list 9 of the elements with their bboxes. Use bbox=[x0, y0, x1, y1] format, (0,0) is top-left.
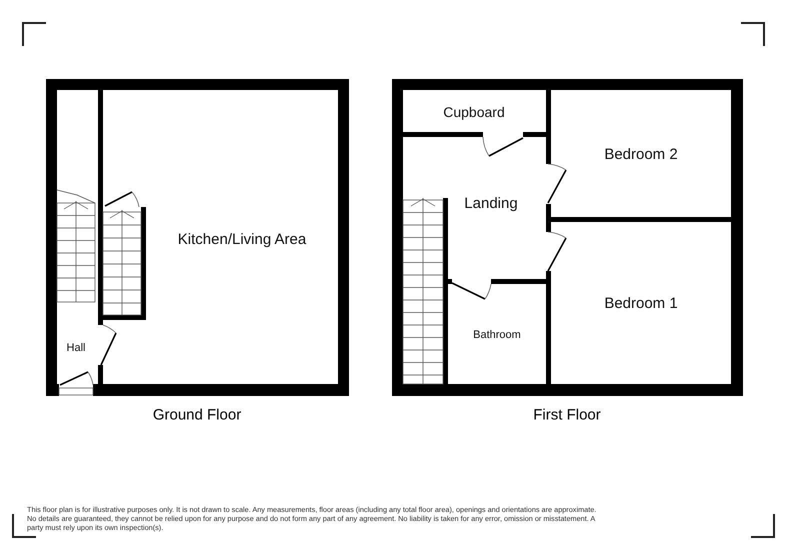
room-name: Bedroom 2 bbox=[586, 143, 696, 165]
room-name: Bedroom 1 bbox=[586, 292, 696, 314]
floor-title: Ground Floor bbox=[152, 406, 242, 424]
room-name: Hall bbox=[59, 337, 93, 359]
room-name: Cupboard bbox=[429, 101, 519, 123]
room-name: Kitchen/Living Area bbox=[157, 228, 327, 250]
room-name: Landing bbox=[451, 192, 531, 214]
room-name: Bathroom bbox=[457, 324, 537, 346]
floor-title: First Floor bbox=[533, 406, 601, 424]
